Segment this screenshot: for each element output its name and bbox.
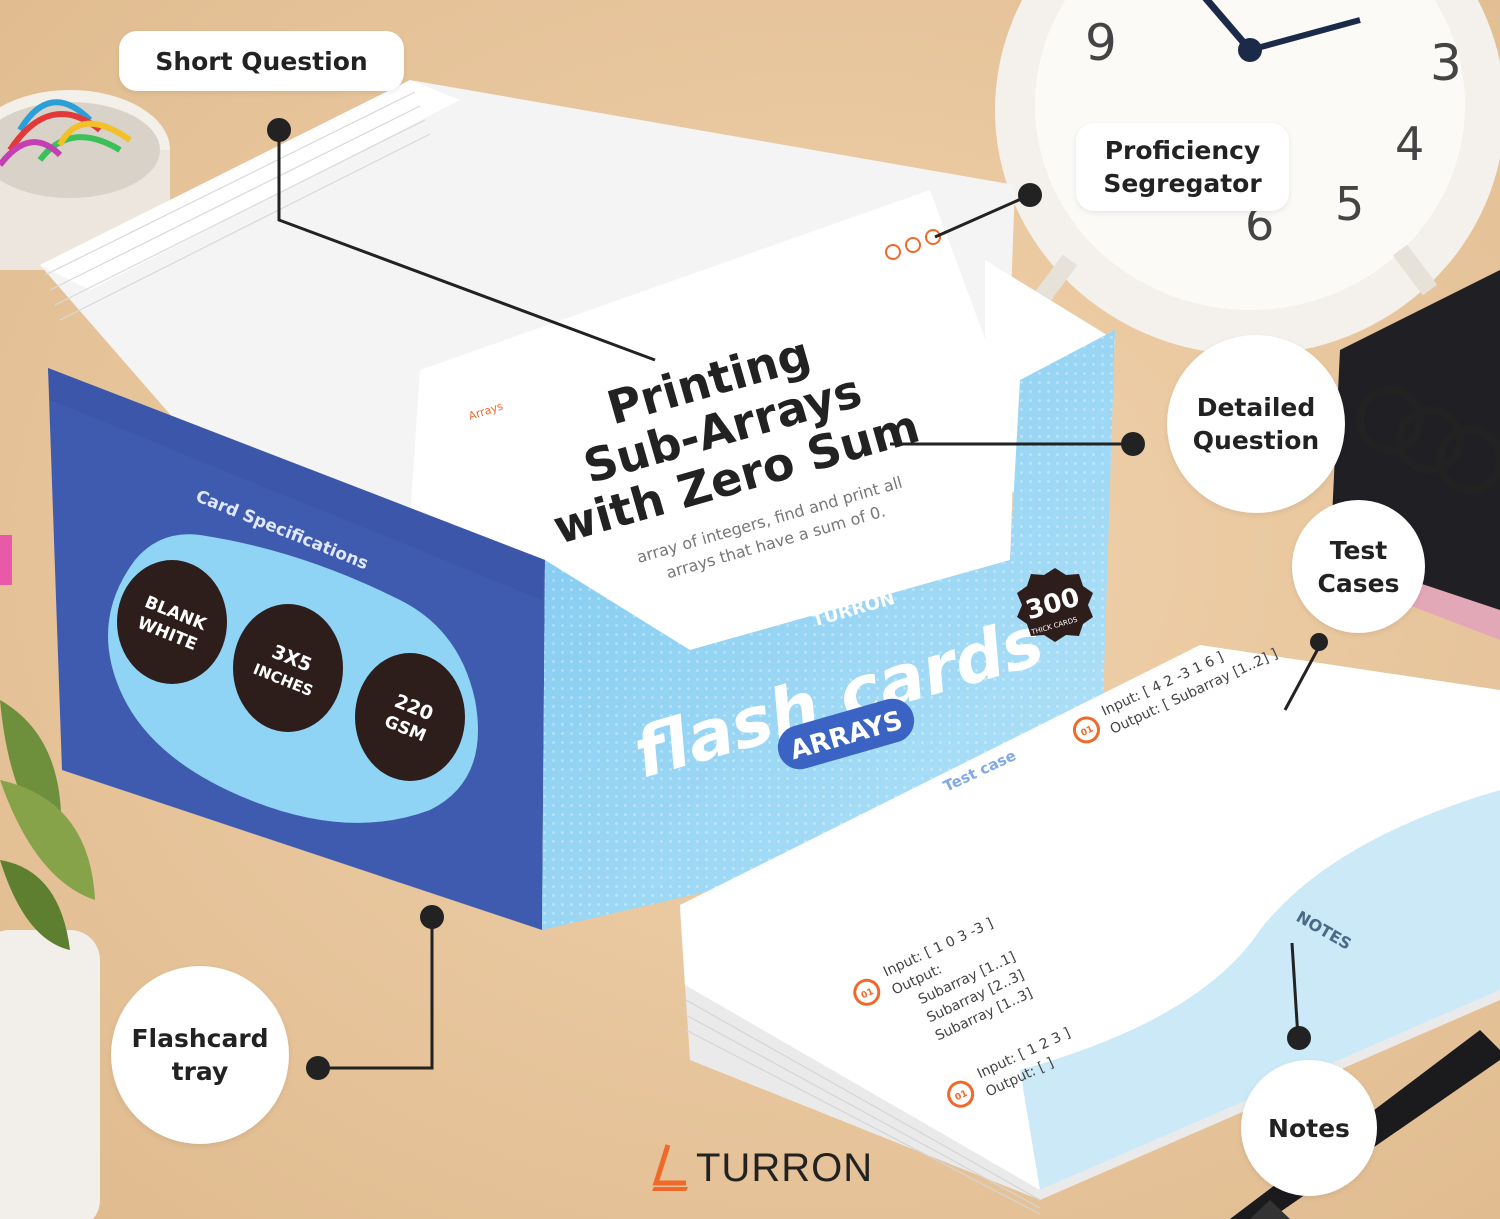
spec-circle: 220 GSM xyxy=(355,653,465,781)
number-badge: 01 xyxy=(954,1089,970,1103)
clock-numeral: 3 xyxy=(1430,34,1462,92)
number-badge-icon xyxy=(1072,716,1100,744)
number-badge: 01 xyxy=(1080,725,1096,739)
callout-notes: Notes xyxy=(1241,1060,1377,1196)
turron-logo-icon xyxy=(652,1144,688,1191)
callout-short-question: Short Question xyxy=(119,31,404,91)
spec-circle: 3X5 INCHES xyxy=(233,604,343,732)
plant xyxy=(0,700,100,1219)
clock-numeral: 5 xyxy=(1335,177,1364,231)
number-badge-icon xyxy=(947,1080,975,1108)
callout-flashcard-tray: Flashcard tray xyxy=(111,966,289,1144)
spec-circle: BLANK WHITE xyxy=(117,560,227,684)
sticky-notes xyxy=(0,535,12,585)
proficiency-circle-icon[interactable] xyxy=(885,244,901,260)
callout-proficiency-segregator: Proficiency Segregator xyxy=(1076,123,1289,211)
connector-dot xyxy=(1018,183,1042,207)
connector-dot xyxy=(1121,432,1145,456)
callout-test-cases: Test Cases xyxy=(1292,500,1425,633)
footer-brand: TURRON xyxy=(650,1140,873,1196)
proficiency-circle-icon[interactable] xyxy=(925,229,941,245)
flashcard-box: Arrays Printing Sub-Arrays with Zero Sum… xyxy=(40,80,1115,930)
count-seal: 300 THICK CARDS xyxy=(1017,568,1093,642)
callout-detailed-question: Detailed Question xyxy=(1167,335,1345,513)
callout-connectors xyxy=(277,130,1322,1070)
number-badge-icon xyxy=(853,978,881,1006)
number-badge: 01 xyxy=(860,987,876,1001)
proficiency-circle-icon[interactable] xyxy=(905,237,921,253)
connector-dot xyxy=(267,118,291,142)
connector-dot xyxy=(1310,633,1328,651)
question-card: Arrays Printing Sub-Arrays with Zero Sum… xyxy=(410,190,1015,650)
paperclip-cup xyxy=(0,90,170,270)
clock-numeral: 9 xyxy=(1085,14,1117,72)
connector-dot xyxy=(1287,1026,1311,1050)
footer-brand-name: TURRON xyxy=(696,1145,874,1190)
connector-dot xyxy=(420,905,444,929)
connector-dot xyxy=(306,1056,330,1080)
clock-numeral: 4 xyxy=(1395,117,1424,171)
